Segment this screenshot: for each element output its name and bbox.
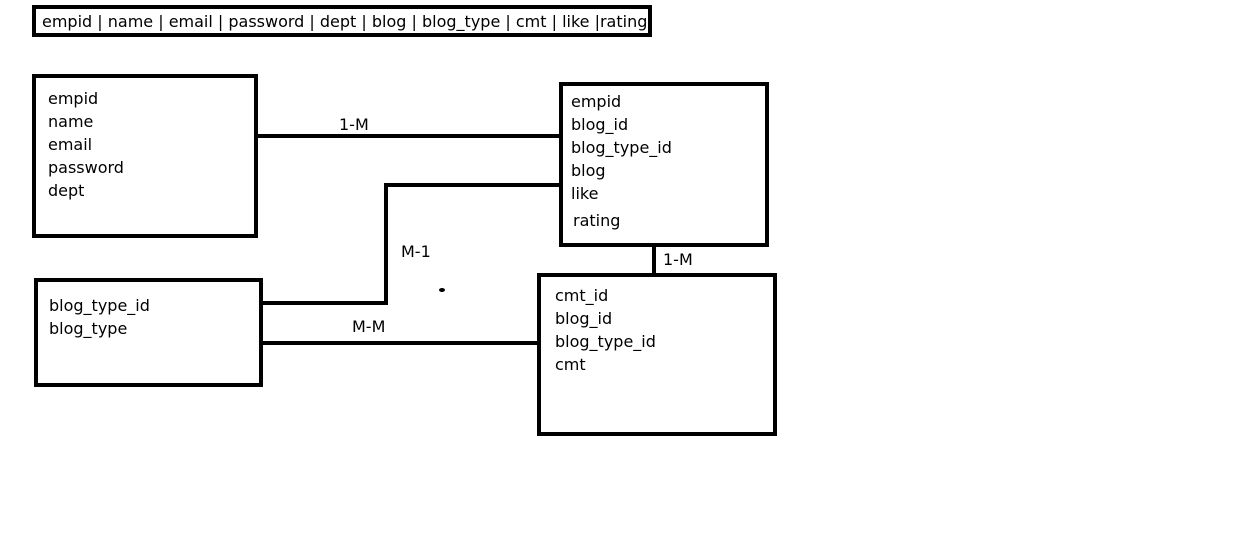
- employee-field-password: password: [48, 158, 124, 177]
- relation-label-blog-type-comment: M-M: [352, 317, 386, 336]
- employee-field-email: email: [48, 135, 93, 154]
- employee-table: empid name email password dept: [32, 74, 258, 238]
- blog-type-field-blog-type: blog_type: [49, 319, 128, 338]
- blog-field-empid: empid: [571, 92, 622, 111]
- comment-table: cmt_id blog_id blog_type_id cmt: [537, 273, 777, 436]
- stray-dot: [439, 288, 445, 292]
- comment-field-cmt: cmt: [555, 355, 586, 374]
- relation-label-employee-blog: 1-M: [339, 115, 369, 134]
- blog-type-table: blog_type_id blog_type: [34, 278, 263, 387]
- employee-field-dept: dept: [48, 181, 85, 200]
- employee-field-name: name: [48, 112, 94, 131]
- employee-field-empid: empid: [48, 89, 99, 108]
- flat-table-header-text: empid | name | email | password | dept |…: [42, 12, 648, 31]
- blog-table: empid blog_id blog_type_id blog like rat…: [559, 82, 769, 247]
- blog-type-field-blog-type-id: blog_type_id: [49, 296, 150, 315]
- flat-table-header-box: empid | name | email | password | dept |…: [32, 5, 652, 37]
- comment-field-blog-id: blog_id: [555, 309, 613, 328]
- comment-field-cmt-id: cmt_id: [555, 286, 609, 305]
- blog-field-blog-id: blog_id: [571, 115, 629, 134]
- relation-label-blog-type-blog: M-1: [401, 242, 431, 261]
- blog-field-rating: rating: [573, 211, 621, 230]
- relation-label-blog-comment: 1-M: [663, 250, 693, 269]
- blog-field-blog: blog: [571, 161, 606, 180]
- comment-field-blog-type-id: blog_type_id: [555, 332, 656, 351]
- blog-field-like: like: [571, 184, 599, 203]
- blog-field-blog-type-id: blog_type_id: [571, 138, 672, 157]
